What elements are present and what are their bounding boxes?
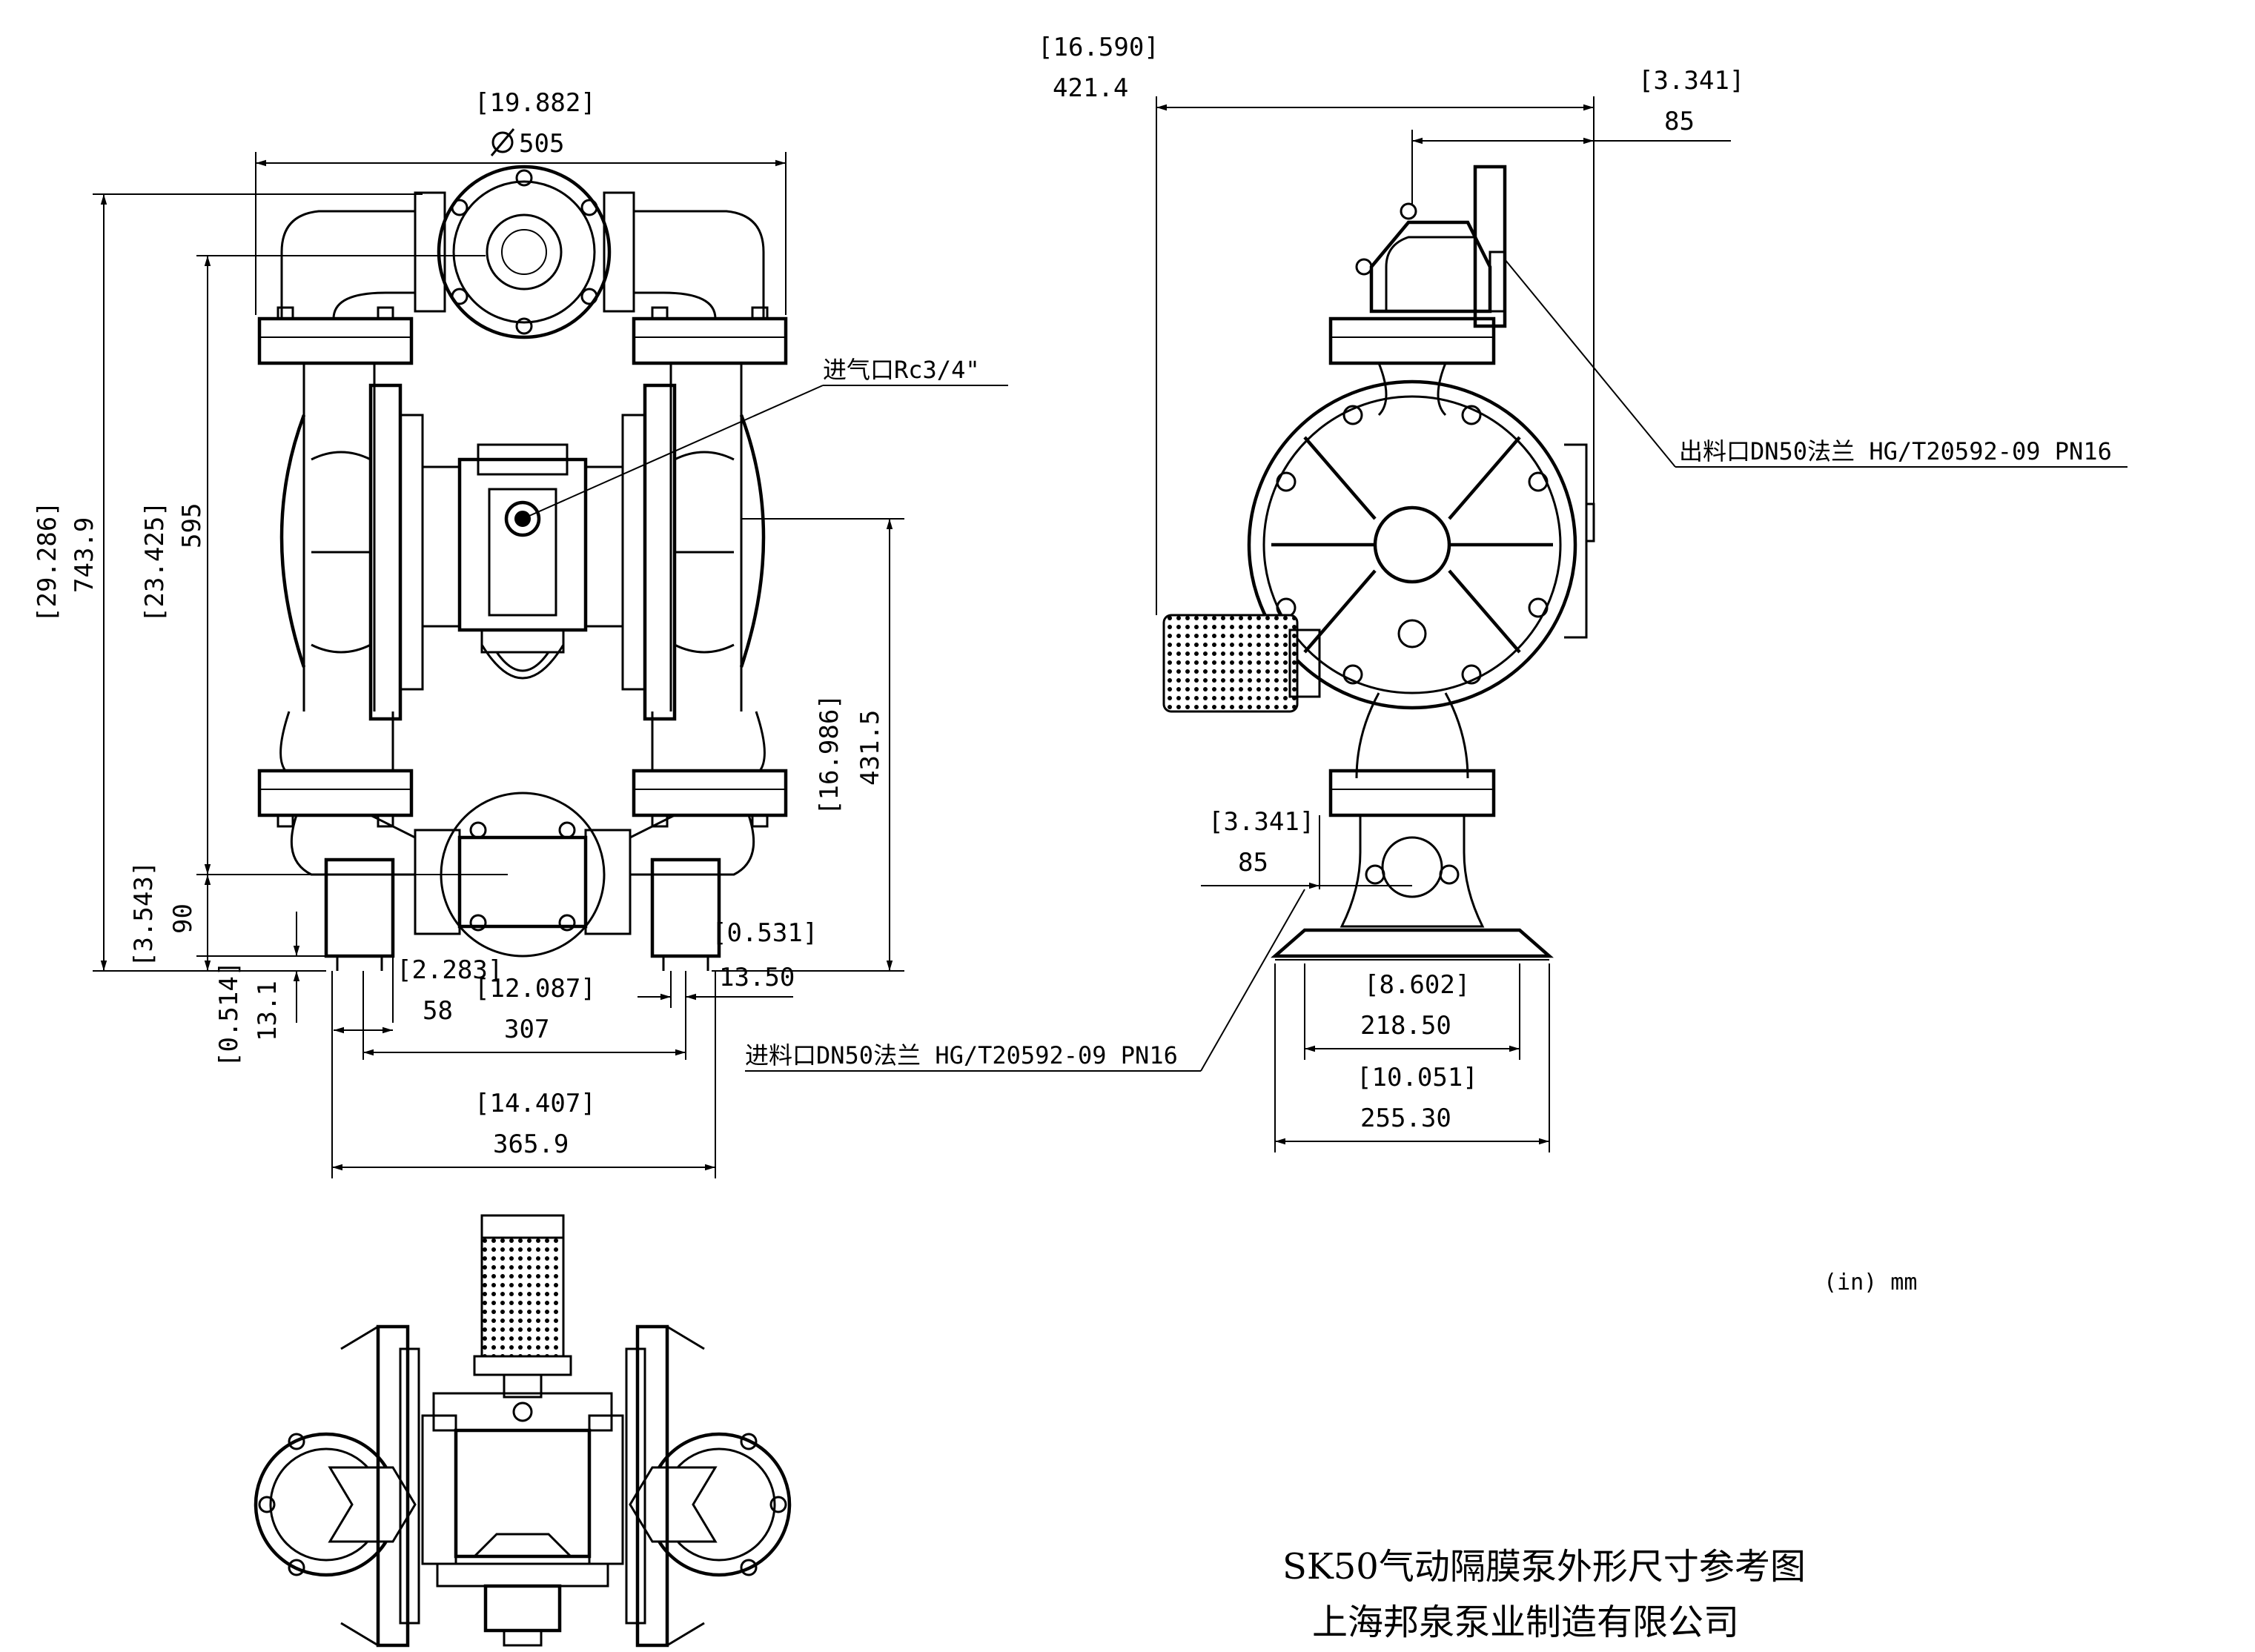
dim-top-width-mm: 505 [519,129,564,159]
dim-foot-tab-in: [0.531] [712,918,818,948]
callout-inlet: 进料口DN50法兰 HG/T20592-09 PN16 [745,1041,1178,1069]
drawing-title: SK50气动隔膜泵外形尺寸参考图 [1282,1546,1806,1588]
dim-base-height-in: [3.543] [129,861,159,967]
dim-inlet-offset-mm: 85 [1238,848,1268,878]
diameter-icon [490,128,515,156]
dim-base-width-in: [14.407] [474,1089,596,1118]
side-view [1162,165,1595,961]
dim-foot-outer-in: [10.051] [1357,1063,1478,1092]
units-note: (in) mm [1824,1270,1917,1296]
top-view [254,1214,792,1648]
dim-foot-outer-mm: 255.30 [1360,1104,1451,1133]
dim-foot-offset-mm: 13.1 [253,981,282,1041]
dim-foot-inner-mm: 218.50 [1360,1011,1451,1041]
callout-outlet: 出料口DN50法兰 HG/T20592-09 PN16 [1679,437,2112,465]
dim-foot-tab-mm: 13.50 [719,963,795,992]
dim-outlet-offset-in: [3.341] [1638,66,1744,96]
dim-base-width-mm: 365.9 [493,1129,569,1159]
dim-foot-gap-in: [2.283] [397,955,503,985]
dim-total-height-in: [29.286] [33,501,62,623]
dim-side-width-mm: 421.4 [1053,73,1128,103]
company-name: 上海邦泉泵业制造有限公司 [1312,1602,1739,1643]
dim-foot-gap-mm: 58 [423,996,453,1026]
front-view [257,165,788,971]
dim-port-height-mm: 595 [177,503,207,548]
dim-bolt-span-in: [12.087] [474,974,596,1004]
callout-air-inlet: 进气口Rc3/4" [823,356,980,384]
front-dimensions: [19.882] 505 [29.286] 743.9 [23.425] 595… [33,88,1008,1178]
dim-outlet-offset-mm: 85 [1664,107,1695,136]
dim-port-height-in: [23.425] [140,501,170,623]
dim-mid-height-mm: 431.5 [855,710,885,786]
dim-foot-offset-in: [0.514] [214,961,244,1067]
side-dimensions: [16.590] 421.4 [3.341] 85 出料口DN50法兰 HG/T… [745,33,2127,1152]
dim-foot-inner-in: [8.602] [1364,970,1470,1000]
front-top-flange [414,165,635,339]
dim-base-height-mm: 90 [168,903,198,934]
dim-side-width-in: [16.590] [1038,33,1159,62]
dim-top-width-in: [19.882] [474,88,596,118]
dim-total-height-mm: 743.9 [70,517,99,593]
dim-mid-height-in: [16.986] [815,694,844,815]
dim-bolt-span-mm: 307 [504,1015,549,1044]
dim-inlet-offset-in: [3.341] [1208,807,1314,837]
